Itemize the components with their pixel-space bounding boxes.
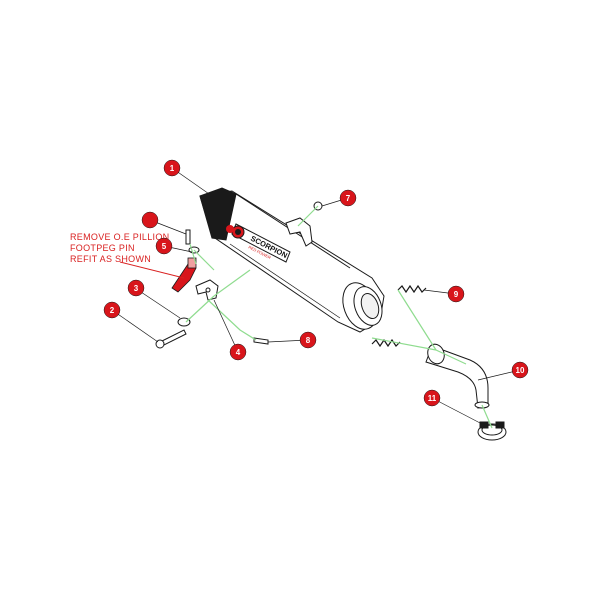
silencer-body (199, 187, 385, 333)
callout-4: 4 (229, 343, 247, 361)
callout-5-label: 5 (162, 242, 167, 251)
callout-4-label: 4 (236, 348, 241, 357)
callout-2: 2 (103, 301, 121, 319)
callout-1-label: 1 (170, 164, 175, 173)
mounting-bracket (195, 279, 219, 301)
callout-2-label: 2 (110, 306, 115, 315)
footpeg-pin (171, 257, 197, 293)
callout-1: 1 (163, 159, 181, 177)
callout-5: 5 (155, 237, 173, 255)
callout-9-label: 9 (454, 290, 459, 299)
callout-3-label: 3 (134, 284, 139, 293)
callout-8: 8 (299, 331, 317, 349)
callout-11-label: 11 (428, 394, 437, 403)
callout-10: 10 (511, 361, 529, 379)
note-line-3: REFIT AS SHOWN (70, 254, 151, 264)
callout-9: 9 (447, 285, 465, 303)
callout-3: 3 (127, 279, 145, 297)
install-note: REMOVE O.E PILLION FOOTPEG PIN REFIT AS … (70, 232, 169, 264)
callout-blank (141, 211, 159, 229)
note-arrow (119, 261, 185, 279)
callout-7: 7 (339, 189, 357, 207)
callout-7-label: 7 (346, 194, 351, 203)
note-line-1: REMOVE O.E PILLION (70, 232, 169, 242)
callout-10-label: 10 (516, 366, 525, 375)
callouts: 1 2 3 4 5 7 8 9 (103, 159, 529, 407)
callout-11: 11 (423, 389, 441, 407)
callout-8-label: 8 (306, 336, 311, 345)
clamp (477, 421, 507, 441)
hardware (155, 201, 323, 349)
note-line-2: FOOTPEG PIN (70, 243, 135, 253)
springs (371, 284, 427, 348)
